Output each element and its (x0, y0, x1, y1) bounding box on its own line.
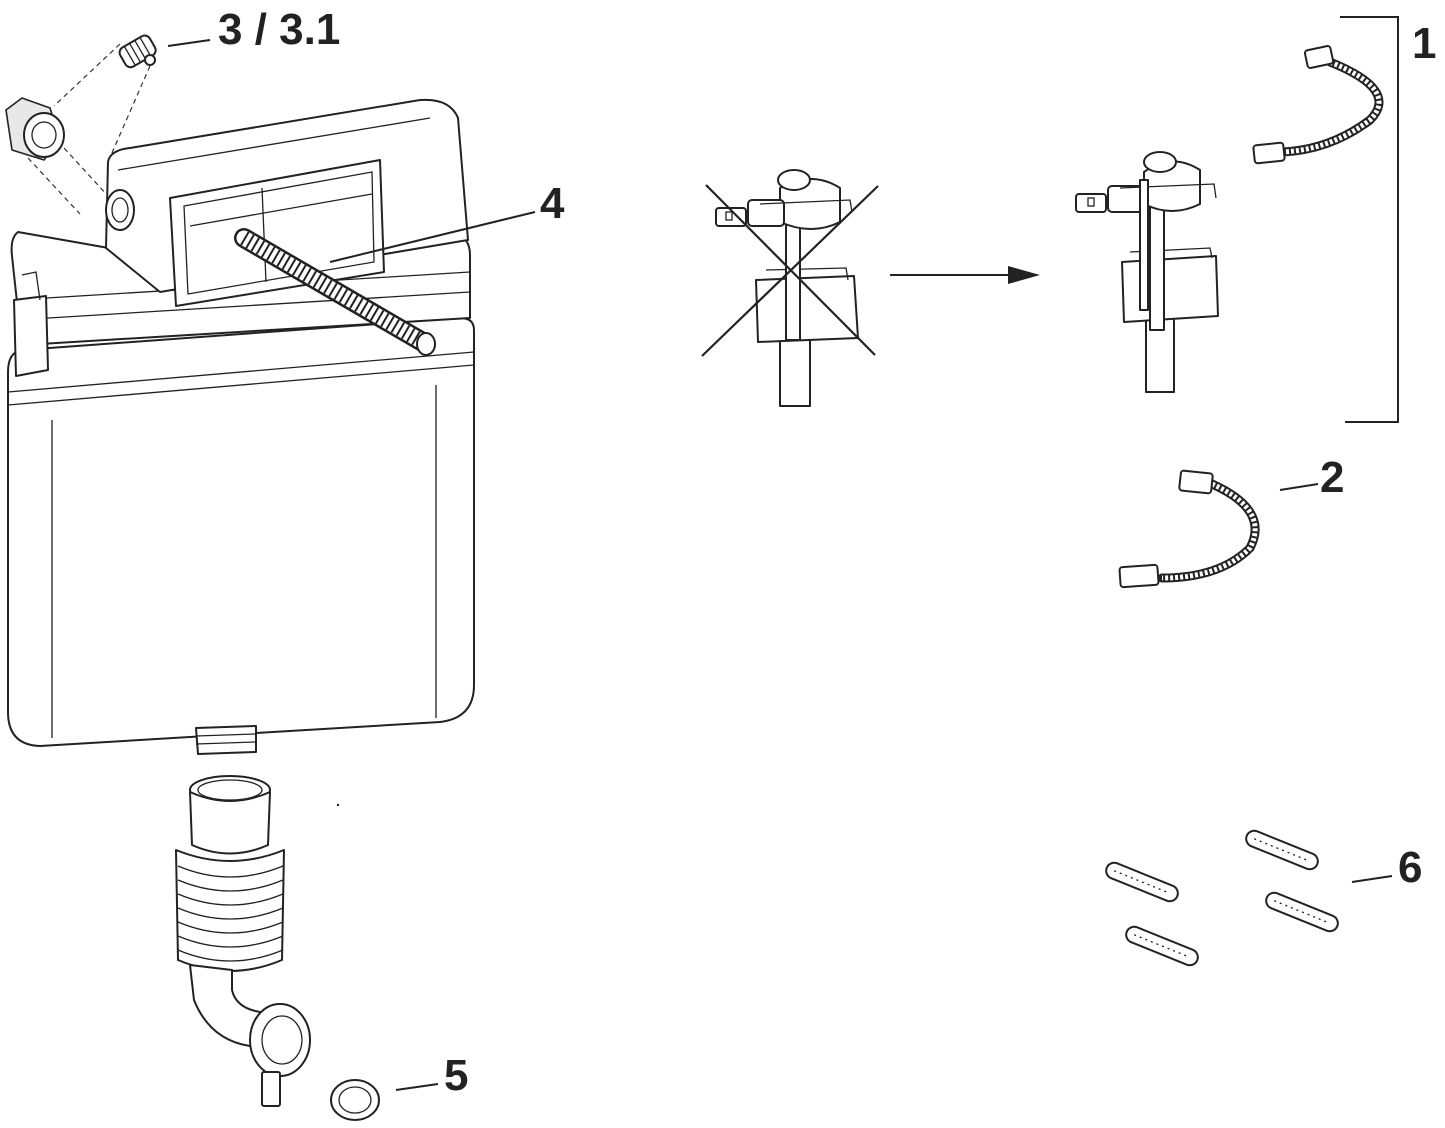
wall-anchors (1105, 829, 1339, 967)
callout-6: 6 (1398, 843, 1422, 892)
callout-5: 5 (444, 1051, 468, 1100)
callout-2: 2 (1320, 453, 1344, 502)
callout-4: 4 (540, 179, 565, 228)
new-fill-valve (1075, 151, 1219, 393)
flexible-hose-1 (1252, 45, 1384, 165)
concealed-cistern (7, 98, 475, 755)
flexible-hose-2 (1118, 469, 1260, 589)
flush-pipe (175, 775, 340, 1107)
threaded-rod (234, 228, 436, 356)
actuator-button-parts (5, 34, 157, 215)
seal-ring (330, 1079, 380, 1121)
old-fill-valve (701, 169, 879, 407)
leader-lines (167, 39, 1393, 1091)
callout-3-3-1: 3 / 3.1 (218, 5, 340, 54)
replacement-arrow (890, 266, 1040, 284)
callout-1: 1 (1412, 19, 1436, 68)
group-bracket (1340, 16, 1399, 423)
